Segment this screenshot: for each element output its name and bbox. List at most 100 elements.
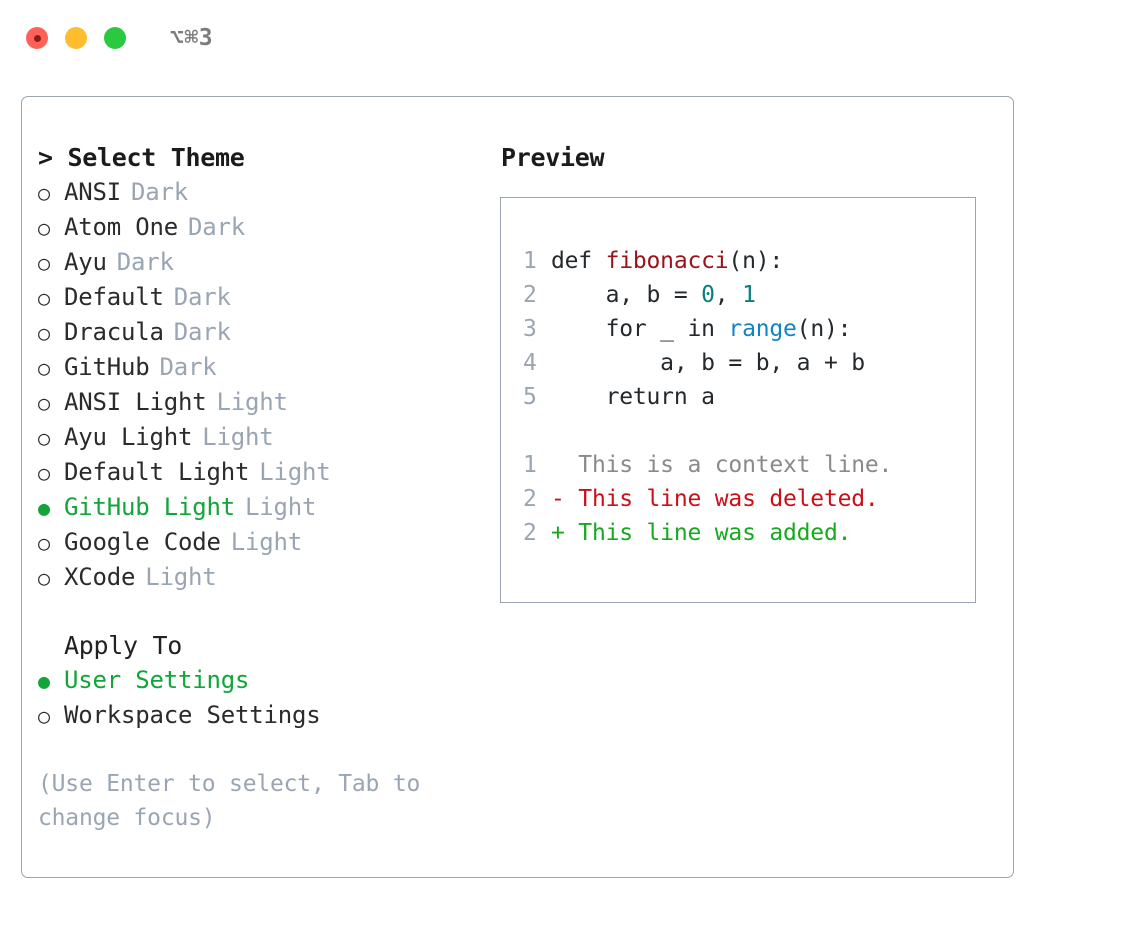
code-line-number: 4 <box>523 350 537 376</box>
theme-option-github[interactable]: ○ GitHub Dark <box>38 350 500 385</box>
apply-to-heading: Apply To <box>64 631 183 660</box>
theme-option-label: Ayu Light <box>64 423 193 451</box>
theme-option-tag: Dark <box>159 353 217 381</box>
code-token-plain: (n): <box>728 248 784 274</box>
theme-option-google-code[interactable]: ○ Google Code Light <box>38 525 500 560</box>
radio-unselected-icon: ○ <box>38 181 50 205</box>
hint-spacer <box>38 733 500 767</box>
diff-line-sign <box>551 448 578 482</box>
radio-unselected-icon: ○ <box>38 704 50 728</box>
apply-to-option-label: User Settings <box>64 666 250 694</box>
theme-option-tag: Light <box>202 423 274 451</box>
diff-line-sign: - <box>551 486 579 512</box>
theme-option-label: ANSI <box>64 178 121 206</box>
theme-option-label: Default Light <box>64 458 250 486</box>
radio-unselected-icon: ○ <box>38 426 50 450</box>
diff-line-context: 1 This is a context line. <box>523 448 975 482</box>
theme-option-tag: Light <box>230 528 302 556</box>
select-theme-heading: > Select Theme <box>38 143 245 172</box>
code-line-number: 3 <box>523 316 537 342</box>
code-token-num: 1 <box>742 282 756 308</box>
theme-option-tag: Light <box>216 388 288 416</box>
theme-option-label: Google Code <box>64 528 221 556</box>
code-line-number: 2 <box>523 282 537 308</box>
code-line-number: 1 <box>523 248 537 274</box>
theme-option-label: GitHub <box>64 353 150 381</box>
title-bar: ⌥⌘3 <box>0 0 1140 76</box>
theme-option-tag: Light <box>145 563 217 591</box>
code-token-plain: a, b = b, a + b <box>551 350 865 376</box>
code-line-content: def fibonacci(n): <box>551 244 783 278</box>
apply-to-option-label: Workspace Settings <box>64 701 321 729</box>
code-token-plain: (n): <box>796 316 852 342</box>
code-line: 5 return a <box>523 380 975 414</box>
minimize-button-icon[interactable] <box>65 27 87 49</box>
theme-option-ayu-light[interactable]: ○ Ayu Light Light <box>38 420 500 455</box>
diff-line-text: This is a context line. <box>578 452 893 478</box>
apply-to-option-workspace-settings[interactable]: ○ Workspace Settings <box>38 698 500 733</box>
theme-option-tag: Dark <box>173 318 231 346</box>
diff-line-sign: + <box>551 520 579 546</box>
diff-sample: 1 This is a context line.2- This line wa… <box>523 448 975 550</box>
diff-line-deleted: 2- This line was deleted. <box>523 482 975 516</box>
code-line: 2 a, b = 0, 1 <box>523 278 975 312</box>
radio-unselected-icon: ○ <box>38 531 50 555</box>
keyboard-shortcut-label: ⌥⌘3 <box>170 25 214 51</box>
diff-line-number: 2 <box>523 486 537 512</box>
theme-option-label: Atom One <box>64 213 178 241</box>
diff-line-number: 1 <box>523 452 537 478</box>
theme-option-tag: Light <box>245 493 317 521</box>
code-token-plain: a, b = <box>551 282 702 308</box>
apply-to-option-user-settings[interactable]: ● User Settings <box>38 663 500 698</box>
theme-option-tag: Light <box>259 458 331 486</box>
maximize-button-icon[interactable] <box>104 27 126 49</box>
theme-option-atom-one[interactable]: ○ Atom One Dark <box>38 210 500 245</box>
radio-unselected-icon: ○ <box>38 461 50 485</box>
code-token-num: 0 <box>701 282 715 308</box>
diff-line-added: 2+ This line was added. <box>523 516 975 550</box>
theme-option-label: Ayu <box>64 248 107 276</box>
close-button-icon[interactable] <box>26 27 48 49</box>
theme-option-tag: Dark <box>116 248 174 276</box>
theme-option-tag: Dark <box>188 213 245 241</box>
apply-to-list: ● User Settings ○ Workspace Settings <box>38 663 500 733</box>
radio-unselected-icon: ○ <box>38 321 50 345</box>
radio-unselected-icon: ○ <box>38 566 50 590</box>
apply-to-heading-row: Apply To <box>38 629 500 663</box>
code-token-fn: fibonacci <box>605 248 729 274</box>
radio-unselected-icon: ○ <box>38 356 50 380</box>
theme-option-label: ANSI Light <box>64 388 207 416</box>
radio-unselected-icon: ○ <box>38 216 50 240</box>
code-token-plain: return a <box>551 384 715 410</box>
diff-line-text: This line was added. <box>578 520 852 546</box>
theme-option-default-light[interactable]: ○ Default Light Light <box>38 455 500 490</box>
code-diff-separator <box>523 414 975 448</box>
code-line-content: a, b = b, a + b <box>551 346 865 380</box>
code-line: 3 for _ in range(n): <box>523 312 975 346</box>
radio-unselected-icon: ○ <box>38 286 50 310</box>
diff-line-text: This line was deleted. <box>578 486 879 512</box>
radio-selected-icon: ● <box>38 669 50 693</box>
code-line: 4 a, b = b, a + b <box>523 346 975 380</box>
section-spacer <box>38 595 500 629</box>
code-line-content: return a <box>551 380 715 414</box>
keyboard-hint-text: (Use Enter to select, Tab to change focu… <box>38 771 421 831</box>
code-line-number: 5 <box>523 384 537 410</box>
radio-selected-icon: ● <box>38 496 50 520</box>
preview-heading: Preview <box>501 143 605 172</box>
code-token-plain: def <box>551 248 606 274</box>
